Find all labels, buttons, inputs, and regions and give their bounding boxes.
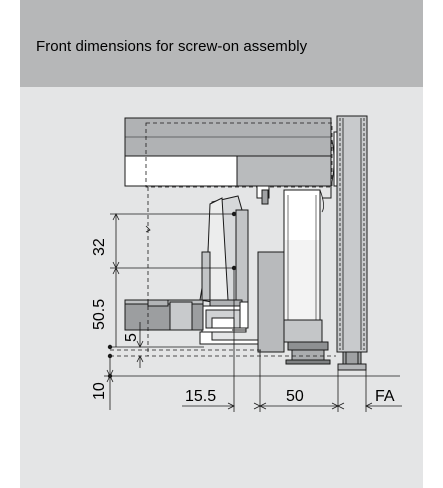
leader-lines — [104, 213, 400, 377]
dim-label-10: 10 — [91, 382, 108, 400]
dim-label-32: 32 — [91, 238, 108, 256]
break-mark — [145, 225, 151, 233]
card-header: Front dimensions for screw-on assembly — [20, 0, 423, 87]
drawer-front — [199, 195, 249, 303]
drawer-bottom — [124, 299, 204, 331]
dim-label-50: 50 — [286, 388, 304, 405]
dim-label-5: 5 — [123, 333, 140, 342]
side-panel — [336, 115, 368, 353]
dim-10-line — [106, 356, 114, 410]
carcase-block — [257, 251, 285, 353]
dim-label-50-5: 50.5 — [91, 299, 108, 330]
hidden-outline — [110, 187, 336, 357]
dim-label-15-5: 15.5 — [185, 388, 216, 405]
dim-50-5-line — [112, 267, 120, 347]
horizontal-dim-lines — [182, 402, 402, 410]
panel-foot — [337, 351, 367, 371]
hinge-bracket — [256, 131, 338, 213]
top-panel — [124, 117, 333, 188]
extension-lines — [233, 268, 367, 412]
dim-32-line — [112, 213, 120, 269]
dim-5-line — [136, 322, 144, 368]
dim-label-fa: FA — [375, 388, 395, 405]
drawer-runner — [199, 299, 259, 345]
card-title: Front dimensions for screw-on assembly — [36, 38, 308, 55]
support-column — [281, 189, 331, 365]
